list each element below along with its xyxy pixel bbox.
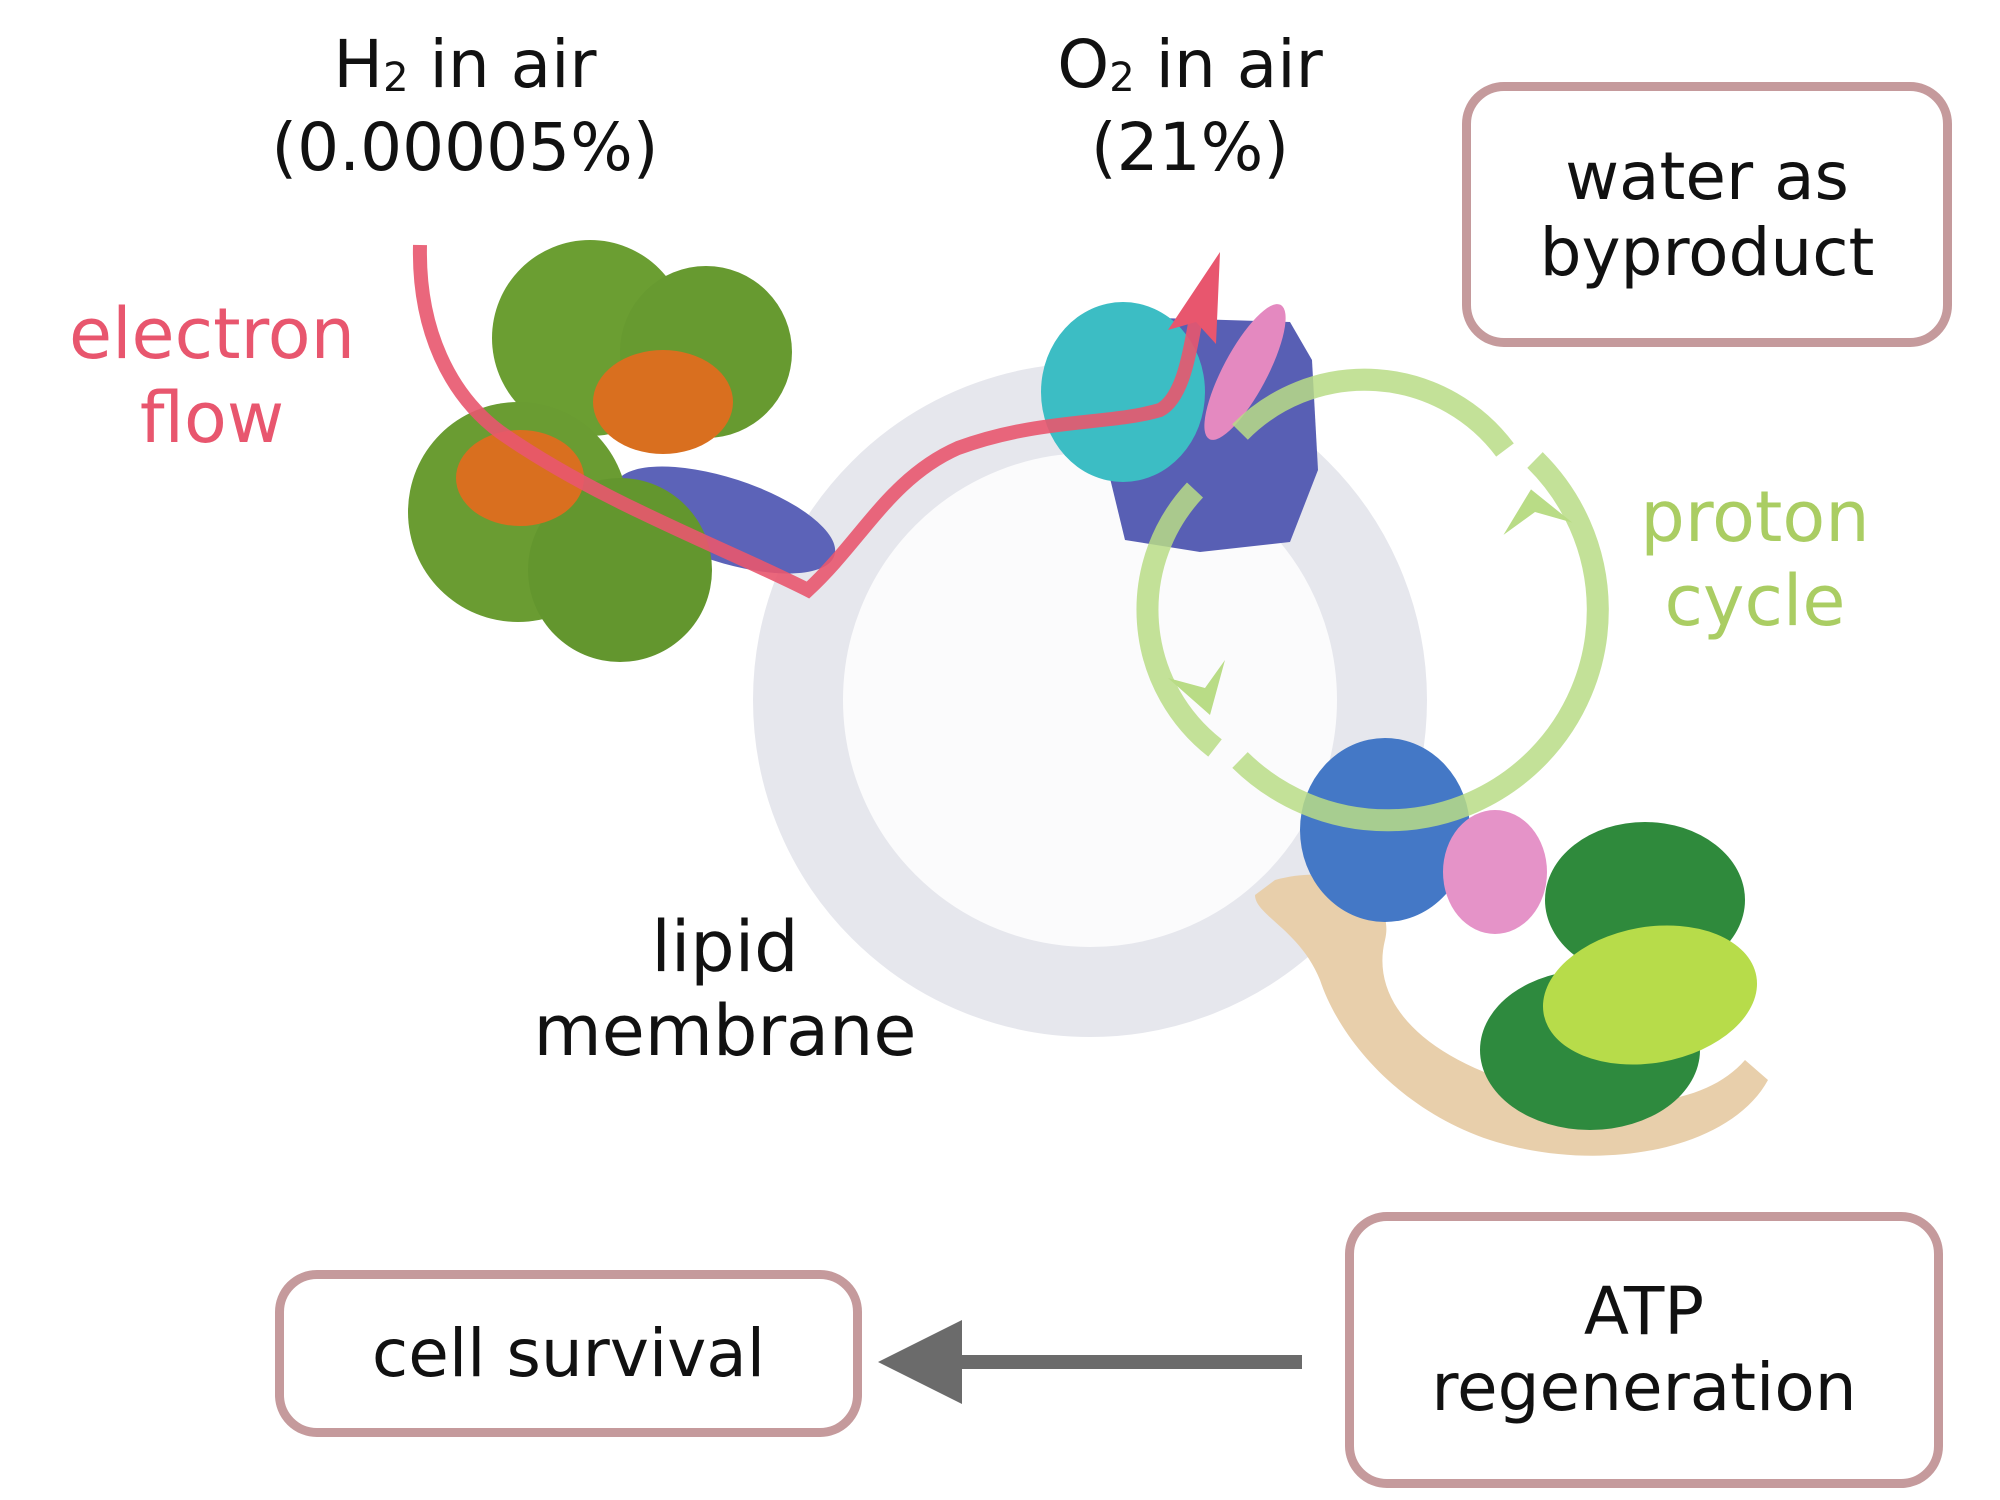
atp-synthase-protein [1255, 738, 1768, 1156]
o2-in-air-label: O2 in air (21%) [1020, 24, 1360, 189]
water-byproduct-box: water as byproduct [1462, 82, 1952, 347]
cell-survival-box: cell survival [275, 1270, 862, 1437]
hydrogenase-protein [408, 240, 836, 662]
proton-cycle-loop [1136, 368, 1609, 832]
proton-arrowhead-up [1503, 489, 1573, 535]
o2-concentration: (21%) [1090, 108, 1290, 186]
h2-in-air-label: H2 in air (0.00005%) [230, 24, 700, 189]
electron-flow-label: electron flow [69, 293, 355, 459]
proton-arrowhead-down [1168, 660, 1225, 715]
terminal-oxidase-protein [1041, 302, 1318, 552]
proton-cycle-label: proton cycle [1640, 476, 1870, 642]
lipid-membrane-label: lipid membrane [533, 906, 917, 1072]
atp-regeneration-box: ATP regeneration [1345, 1212, 1943, 1488]
electron-arrowhead [1168, 252, 1220, 344]
h2-concentration: (0.00005%) [271, 108, 659, 186]
electron-flow-path [412, 244, 1220, 599]
